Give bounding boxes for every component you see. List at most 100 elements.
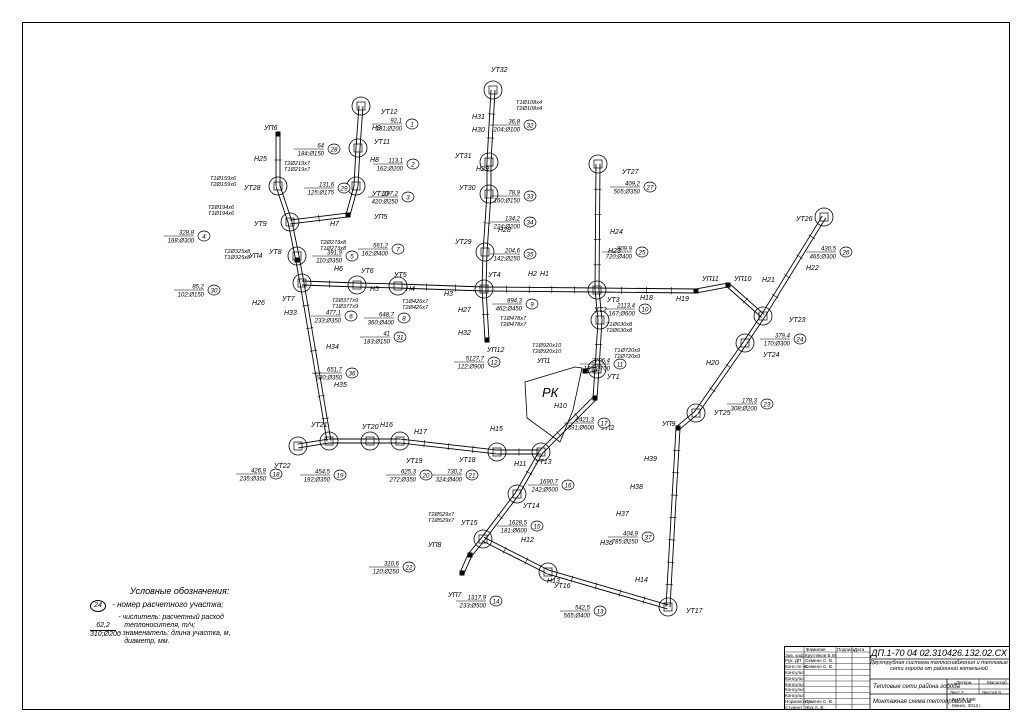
section-flow: 1628,5	[509, 521, 528, 527]
section-length-diameter: 160;Ø150	[494, 199, 521, 205]
pipe-segment-label: Н25	[254, 156, 267, 163]
section-number: 20	[422, 472, 430, 479]
section-length-diameter: 204;Ø100	[493, 128, 521, 134]
node-chamber	[531, 442, 551, 462]
node-chamber	[479, 152, 499, 172]
pipe-joint-tick	[423, 440, 425, 448]
pipe-size-return: Т1Ø325х8	[224, 255, 251, 261]
node-chamber-box	[592, 364, 602, 374]
node-chamber-box	[488, 85, 498, 95]
pipe-joint-tick	[808, 234, 816, 239]
node-label: УТ3	[606, 297, 620, 304]
legend-frac-top: 62,2	[90, 622, 116, 631]
legend: Условные обозначения: 24 - номер расчетн…	[90, 586, 320, 646]
pipe-segment-label: Н1	[540, 271, 549, 278]
node-chamber	[473, 529, 493, 549]
pipe-line-supply	[297, 438, 329, 445]
pipe-size-supply: Т2Ø325х8	[224, 249, 251, 255]
pipe-line-return	[463, 555, 473, 574]
node-turn-point	[693, 288, 699, 294]
pipe-segment-label: Н5	[370, 286, 379, 293]
section-number: 9	[530, 301, 534, 308]
section-number: 27	[646, 184, 654, 191]
pipe-size-supply: Т1Ø159х6	[210, 176, 237, 182]
section-number-circle	[207, 284, 221, 296]
section-number-circle	[525, 298, 539, 310]
node-label: УТ5	[393, 272, 407, 279]
node-label: УТ24	[762, 352, 780, 359]
section-number: 18	[273, 471, 280, 478]
node-chamber-box	[819, 212, 829, 222]
node-chamber	[351, 96, 371, 116]
pipe-size-supply: Т1Ø720х9	[614, 348, 640, 354]
node-label: УТ7	[281, 296, 296, 303]
pipe-line-supply	[357, 148, 361, 187]
pipe-size-supply: Т2Ø377х9	[332, 298, 358, 304]
node-chamber	[587, 280, 607, 300]
section-flow: 2421,3	[575, 418, 595, 424]
pipe-joint-tick	[321, 417, 329, 420]
pipe-joint-tick	[742, 297, 749, 304]
section-flow: 85,2	[192, 285, 204, 291]
section-length-diameter: 720;Ø400	[606, 255, 633, 261]
section-length-diameter: 505;Ø350	[614, 190, 641, 196]
section-flow: 92,1	[390, 119, 402, 125]
pipe-segment-label: Н7	[330, 221, 340, 228]
section-flow: 730,2	[447, 470, 463, 476]
node-chamber	[287, 246, 307, 266]
node-label: УТ15	[460, 520, 478, 527]
pipe-line-return	[746, 316, 766, 345]
section-flow: 625,3	[401, 470, 417, 476]
section-flow: 134,2	[505, 217, 521, 223]
legend-title: Условные обозначения:	[130, 586, 230, 596]
node-chamber	[348, 138, 368, 158]
node-turn-point	[294, 257, 300, 263]
section-number-circle	[523, 190, 537, 202]
tb-drawing-title: Монтажная схема теплопроводов	[873, 699, 972, 705]
section-number: 17	[601, 420, 608, 427]
tb-row-name: Семено С. В.	[805, 658, 834, 664]
pipe-line-return	[594, 163, 597, 290]
section-number: 32	[527, 122, 534, 129]
tb-row-role: Консульт.	[785, 670, 805, 675]
node-chamber-box	[740, 338, 750, 348]
pipe-line-supply	[299, 283, 328, 442]
legend-fraction-text: - числитель: расчетный расход теплоносит…	[118, 614, 230, 646]
legend-line-1: - числитель: расчетный расход	[118, 614, 224, 621]
node-label: УТ1	[606, 374, 620, 381]
section-number: 36	[349, 370, 356, 377]
pipe-joint-tick	[302, 304, 310, 307]
section-number-circle	[345, 250, 359, 262]
section-length-diameter: 185;Ø700	[584, 367, 611, 373]
node-chamber	[590, 310, 610, 330]
section-flow: 391,9	[327, 251, 343, 257]
legend-fraction: 62,2 310;Ø200	[90, 622, 121, 638]
section-number-circle	[523, 216, 537, 228]
pipe-segment-label: Н17	[414, 429, 428, 436]
section-number: 34	[527, 219, 534, 226]
node-turn-point	[467, 552, 473, 558]
tb-row-role: Зав. каф.	[785, 652, 806, 658]
tb-row-role: Консульт.	[785, 693, 805, 699]
section-flow: 651,7	[327, 368, 343, 374]
tb-row-name: Семено С. В.	[805, 699, 834, 704]
pipe-segment-label: Н20	[706, 360, 719, 367]
legend-circle-sample: 24	[90, 600, 106, 612]
tb-sheet: Лист 2	[950, 690, 964, 695]
section-flow: 64	[317, 144, 324, 150]
pipe-line-supply	[742, 314, 762, 343]
node-label: УТ6	[360, 268, 374, 275]
pipe-line-return	[483, 290, 597, 293]
